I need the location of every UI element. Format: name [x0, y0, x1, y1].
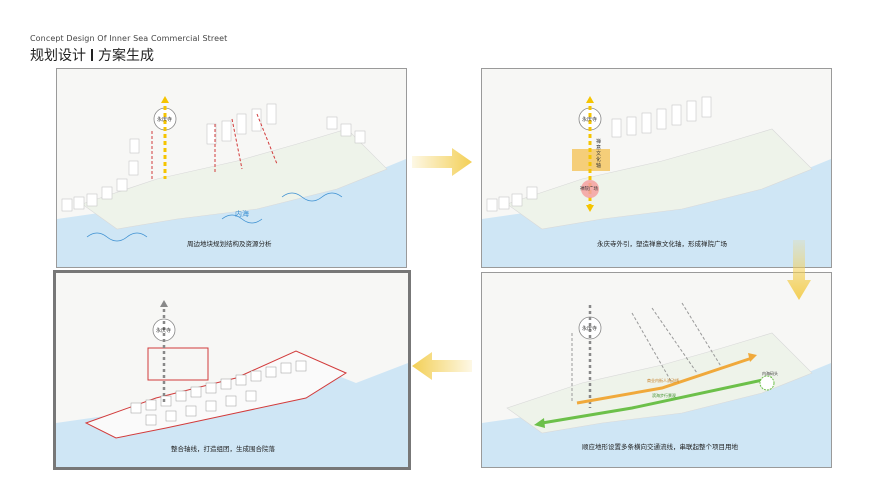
- panel-site-analysis[interactable]: 永庆寺 内海 周边地块规划结构及资源分析: [56, 68, 407, 268]
- page-title-part2: 方案生成: [98, 48, 154, 64]
- temple-label: 永庆寺: [157, 116, 172, 123]
- arrow-down-icon: [787, 240, 811, 300]
- panel-caption: 整合轴线，打造组团，生成围合院落: [171, 443, 275, 453]
- route1-label: 商业内街人流动线: [647, 378, 679, 384]
- subtitle-en: Concept Design Of Inner Sea Commercial S…: [30, 34, 227, 43]
- arrow-left-icon: [412, 352, 472, 380]
- plaza-label: 禅院广场: [580, 186, 598, 192]
- page-title-part1: 规划设计: [30, 48, 86, 64]
- axis-label: 禅意文化轴: [596, 139, 603, 169]
- panel-caption: 周边地块规划结构及资源分析: [187, 238, 272, 248]
- panel-traffic-routes[interactable]: 永庆寺 商业内街人流动线 滨海步行景观 内海码头 顺应地形设置多条横向交通流线，…: [481, 272, 832, 468]
- courtyard-clusters-map: [56, 273, 408, 467]
- temple-label: 永庆寺: [582, 325, 597, 332]
- node-label: 内海码头: [762, 371, 778, 377]
- route2-label: 滨海步行景观: [652, 393, 676, 399]
- arrow-right-icon: [412, 148, 472, 176]
- title-divider: [91, 49, 93, 61]
- panel-culture-axis[interactable]: 永庆寺 禅意文化轴 禅院广场 永庆寺外引，塑造禅意文化轴，形成禅院广场: [481, 68, 832, 268]
- page-title: 规划设计方案生成: [30, 45, 154, 65]
- temple-label: 永庆寺: [582, 116, 597, 123]
- panel-caption: 永庆寺外引，塑造禅意文化轴，形成禅院广场: [597, 238, 727, 248]
- sea-label: 内海: [235, 209, 249, 219]
- traffic-routes-map: [482, 273, 831, 467]
- panel-courtyard-clusters[interactable]: 永庆寺 整合轴线，打造组团，生成围合院落: [53, 270, 411, 470]
- temple-label: 永庆寺: [156, 327, 171, 334]
- panel-caption: 顺应地形设置多条横向交通流线，串联起整个项目用地: [582, 441, 738, 451]
